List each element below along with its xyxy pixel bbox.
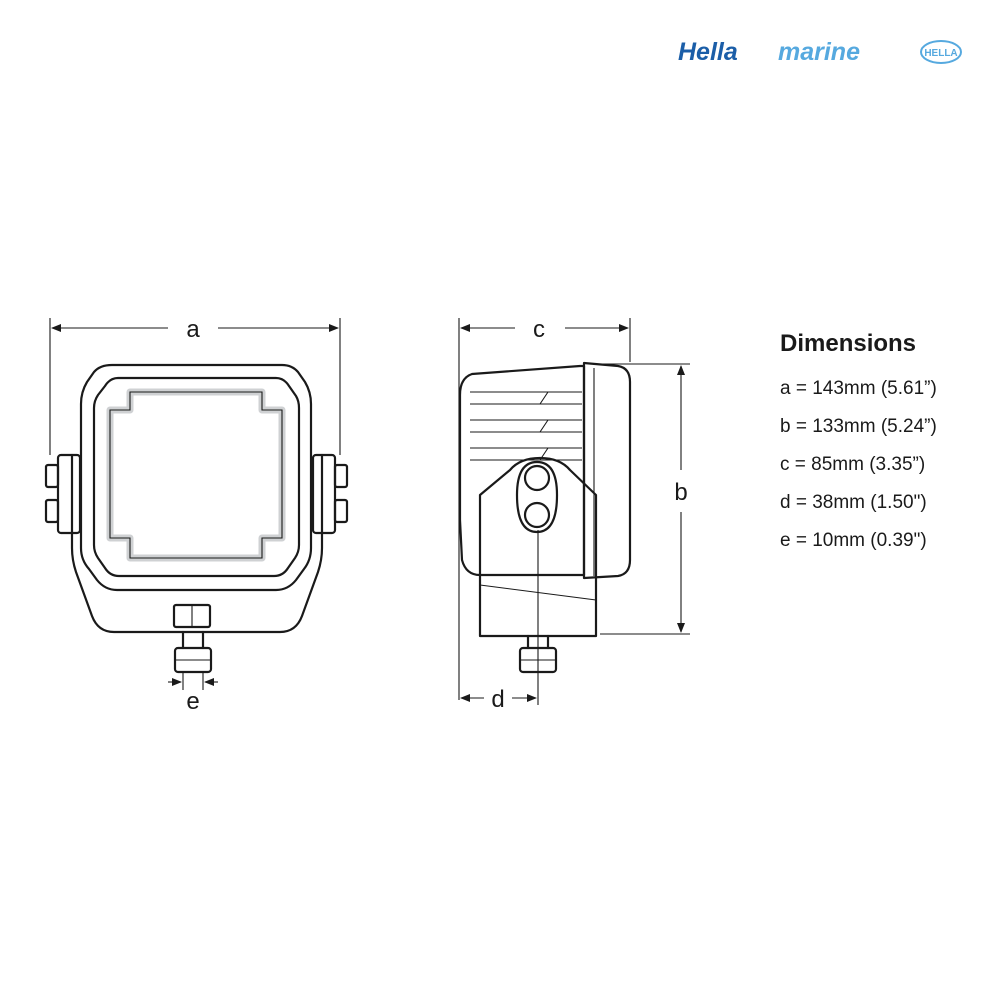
label-b: b bbox=[674, 479, 687, 506]
hella-oval-icon bbox=[920, 40, 962, 64]
front-lens bbox=[109, 391, 283, 559]
front-lens-glow bbox=[106, 388, 286, 562]
dimension-row-a: a = 143mm (5.61”) bbox=[780, 378, 937, 399]
dimension-a: a bbox=[49, 316, 341, 455]
side-bracket bbox=[478, 456, 598, 638]
label-e: e bbox=[186, 688, 199, 715]
side-view bbox=[458, 361, 632, 674]
side-front-rim bbox=[582, 361, 632, 580]
dimension-row-b: b = 133mm (5.24”) bbox=[780, 416, 937, 437]
front-bezel bbox=[92, 376, 301, 578]
side-pivot-bolt-bottom bbox=[523, 501, 551, 529]
label-c: c bbox=[533, 316, 545, 343]
front-right-bolt-bottom bbox=[333, 498, 349, 524]
logo-sub: marine bbox=[778, 38, 860, 66]
dimension-d: d bbox=[460, 530, 539, 713]
front-view bbox=[44, 363, 349, 674]
front-left-pivot bbox=[56, 453, 82, 535]
front-left-bolt-bottom bbox=[44, 498, 60, 524]
dimension-row-c: c = 85mm (3.35”) bbox=[780, 454, 926, 475]
dimension-row-d: d = 38mm (1.50") bbox=[780, 492, 927, 513]
logo-mark: HELLA bbox=[924, 48, 957, 59]
front-housing bbox=[79, 363, 313, 592]
dimensions-panel: Dimensions a = 143mm (5.61”) b = 133mm (… bbox=[780, 330, 1000, 560]
dimensions-heading: Dimensions bbox=[780, 330, 917, 357]
dimension-c: c bbox=[458, 316, 631, 700]
side-heatsink bbox=[458, 364, 586, 577]
front-left-bolt-top bbox=[44, 463, 60, 489]
front-right-pivot bbox=[311, 453, 337, 535]
front-bracket bbox=[70, 453, 324, 634]
label-d: d bbox=[491, 686, 504, 713]
dimension-b: b bbox=[600, 363, 690, 635]
dimension-e: e bbox=[168, 672, 218, 715]
hella-marine-logo: Hella marine HELLA bbox=[678, 38, 962, 66]
side-pivot-bolt-top bbox=[523, 464, 551, 492]
dimension-row-e: e = 10mm (0.39") bbox=[780, 530, 927, 551]
label-a: a bbox=[186, 316, 200, 343]
logo-brand: Hella bbox=[678, 38, 738, 66]
front-right-bolt-top bbox=[333, 463, 349, 489]
